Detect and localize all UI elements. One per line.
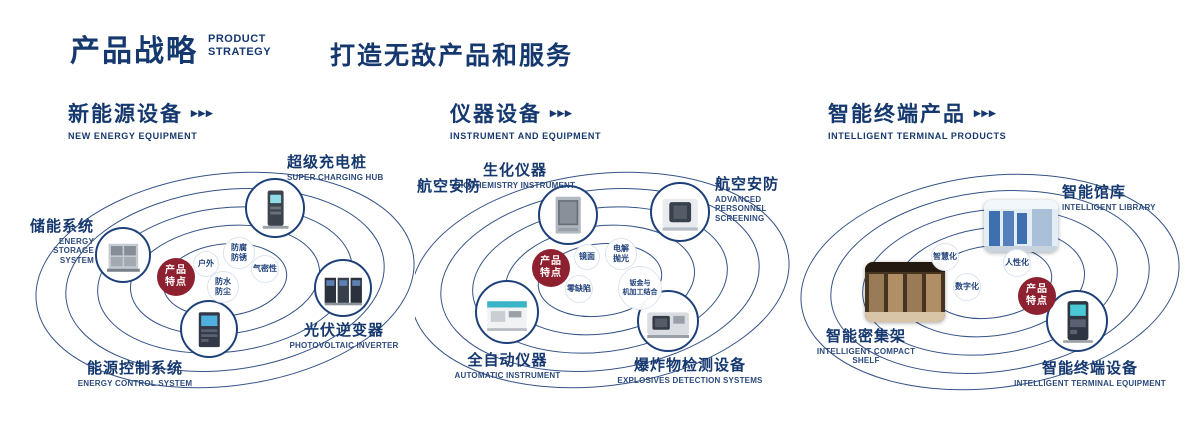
node-label-cn: 超级充电桩 xyxy=(287,154,368,171)
node-label-en: EXPLOSIVES DETECTION SYSTEMS xyxy=(617,376,763,386)
slogan: 打造无敌产品和服务 xyxy=(330,42,574,70)
product-features-badge: 产品 特点 xyxy=(157,258,195,296)
section-title: 仪器设备 xyxy=(450,103,542,126)
automatic-instrument-node xyxy=(475,280,539,344)
node-label-en: BIOCHEMISTRY INSTRUMENT xyxy=(454,181,576,191)
terminal-equipment-label: 智能终端设备 INTELLIGENT TERMINAL EQUIPMENT xyxy=(1005,360,1175,388)
energy-control-icon xyxy=(198,311,220,347)
terminal-equipment-node xyxy=(1046,290,1108,352)
charging-hub-node xyxy=(245,178,305,238)
compact-shelf-photo xyxy=(865,262,945,322)
badge-line1: 产品 xyxy=(165,264,187,276)
node-label-cn: 爆炸物检测设备 xyxy=(633,357,746,374)
node-label-en: SUPER CHARGING HUB xyxy=(287,173,384,183)
feature-bubble: 防水防尘 xyxy=(207,271,239,303)
feature-bubble: 人性化 xyxy=(1003,249,1031,277)
page-title-en: PRODUCT STRATEGY xyxy=(208,33,271,58)
section-header-instrument: 仪器设备 ▸▸▸ INSTRUMENT AND EQUIPMENT xyxy=(450,98,601,141)
pv-inverter-node xyxy=(314,259,372,317)
node-label-cn: 智能馆库 xyxy=(1062,184,1127,201)
energy-storage-icon xyxy=(106,243,140,272)
node-label-en: AUTOMATIC INSTRUMENT xyxy=(454,371,561,381)
personnel-screening-label: 航空安防 ADVANCED PERSONNEL SCREENING xyxy=(715,176,815,223)
feature-bubble: 钣金与机加工结合 xyxy=(618,266,662,310)
compact-shelf-image xyxy=(865,262,945,322)
personnel-screening-node xyxy=(650,182,710,242)
badge-line2: 特点 xyxy=(540,268,562,279)
node-label-en: ENERGY CONTROL SYSTEM xyxy=(77,379,193,389)
page-header: 产品战略 PRODUCT STRATEGY xyxy=(70,26,271,70)
library-photo-image xyxy=(984,200,1058,252)
node-label-cn: 能源控制系统 xyxy=(86,360,183,377)
node-label-cn: 智能密集架 xyxy=(825,328,906,345)
node-label-cn: 光伏逆变器 xyxy=(303,322,384,339)
product-features-badge: 产品 特点 xyxy=(532,249,570,287)
personnel-screening-icon xyxy=(662,198,698,231)
intelligent-library-label: 智能馆库 INTELLIGENT LIBRARY xyxy=(1062,184,1172,212)
energy-control-label: 能源控制系统 ENERGY CONTROL SYSTEM xyxy=(65,360,205,388)
explosives-detection-node xyxy=(637,290,699,352)
node-label-cn: 全自动仪器 xyxy=(467,352,548,369)
biochem-instrument-label: 生化仪器 BIOCHEMISTRY INSTRUMENT xyxy=(450,162,580,190)
triple-chevron-icon: ▸▸▸ xyxy=(550,105,573,120)
feature-bubble: 电解抛光 xyxy=(605,238,637,270)
orbit-rings xyxy=(800,173,1180,391)
energy-control-node xyxy=(180,300,238,358)
automatic-instrument-icon xyxy=(487,301,527,331)
node-label-en: INTELLIGENT COMPACT SHELF xyxy=(816,347,916,366)
page-title: 产品战略 xyxy=(70,35,198,68)
section-header-new-energy: 新能源设备 ▸▸▸ NEW ENERGY EQUIPMENT xyxy=(68,98,214,141)
energy-storage-node xyxy=(95,227,151,283)
section-title: 智能终端产品 xyxy=(828,103,966,126)
node-label-en: ADVANCED PERSONNEL SCREENING xyxy=(715,195,767,223)
feature-bubble: 镜面 xyxy=(574,244,600,270)
product-features-badge: 产品 特点 xyxy=(1018,277,1056,315)
pv-inverter-label: 光伏逆变器 PHOTOVOLTAIC INVERTER xyxy=(288,322,400,350)
badge-line2: 特点 xyxy=(165,277,187,288)
instrument-diagram: 生化仪器 BIOCHEMISTRY INSTRUMENT 航空安防 航空安防 A… xyxy=(415,150,815,410)
node-label-cn: 储能系统 xyxy=(30,218,95,235)
section-subtitle: INSTRUMENT AND EQUIPMENT xyxy=(450,131,602,141)
aviation-security-label: 航空安防 xyxy=(417,178,482,195)
section-subtitle: INTELLIGENT TERMINAL PRODUCTS xyxy=(828,131,1007,141)
node-label-en: INTELLIGENT LIBRARY xyxy=(1062,203,1156,213)
triple-chevron-icon: ▸▸▸ xyxy=(191,105,214,120)
explosives-detection-label: 爆炸物检测设备 EXPLOSIVES DETECTION SYSTEMS xyxy=(610,357,770,385)
feature-bubble: 防腐防锈 xyxy=(223,237,255,269)
node-label-en: ENERGY STORAGE SYSTEM xyxy=(53,237,94,265)
charging-hub-icon xyxy=(262,190,289,229)
charging-hub-label: 超级充电桩 SUPER CHARGING HUB xyxy=(287,154,407,182)
badge-line1: 产品 xyxy=(1026,283,1048,295)
section-title: 新能源设备 xyxy=(68,103,183,126)
biochem-instrument-node xyxy=(538,185,598,245)
automatic-instrument-label: 全自动仪器 AUTOMATIC INSTRUMENT xyxy=(440,352,575,380)
compact-shelf-label: 智能密集架 INTELLIGENT COMPACT SHELF xyxy=(810,328,922,366)
terminal-kiosk-icon xyxy=(1063,300,1093,343)
page-title-en-line1: PRODUCT xyxy=(208,33,266,45)
feature-bubble: 数字化 xyxy=(953,273,981,301)
energy-storage-label: 储能系统 ENERGY STORAGE SYSTEM xyxy=(30,218,94,265)
page-title-en-line2: STRATEGY xyxy=(208,45,272,58)
node-label-cn: 生化仪器 xyxy=(482,162,547,179)
feature-bubble: 零缺陷 xyxy=(565,275,593,303)
triple-chevron-icon: ▸▸▸ xyxy=(974,105,997,120)
feature-bubble: 气密性 xyxy=(251,255,279,283)
section-header-intelligent-terminal: 智能终端产品 ▸▸▸ INTELLIGENT TERMINAL PRODUCTS xyxy=(828,98,1006,141)
node-label-cn: 智能终端设备 xyxy=(1041,360,1138,377)
badge-line1: 产品 xyxy=(540,255,562,267)
feature-bubble: 智慧化 xyxy=(931,243,959,271)
intelligent-terminal-diagram: 智能馆库 INTELLIGENT LIBRARY 智能密集架 INTELLIGE… xyxy=(800,150,1200,410)
orbit-rings xyxy=(415,171,790,389)
node-label-cn: 航空安防 xyxy=(715,176,780,193)
pv-inverter-icon xyxy=(324,277,362,306)
explosives-detection-icon xyxy=(647,312,689,338)
intelligent-library-photo xyxy=(984,200,1058,252)
section-subtitle: NEW ENERGY EQUIPMENT xyxy=(68,131,198,141)
biochem-instrument-icon xyxy=(555,196,581,234)
node-label-en: INTELLIGENT TERMINAL EQUIPMENT xyxy=(1014,379,1166,389)
new-energy-diagram: 储能系统 ENERGY STORAGE SYSTEM 超级充电桩 SUPER C… xyxy=(30,150,430,410)
node-label-en: PHOTOVOLTAIC INVERTER xyxy=(289,341,399,351)
badge-line2: 特点 xyxy=(1026,296,1048,307)
